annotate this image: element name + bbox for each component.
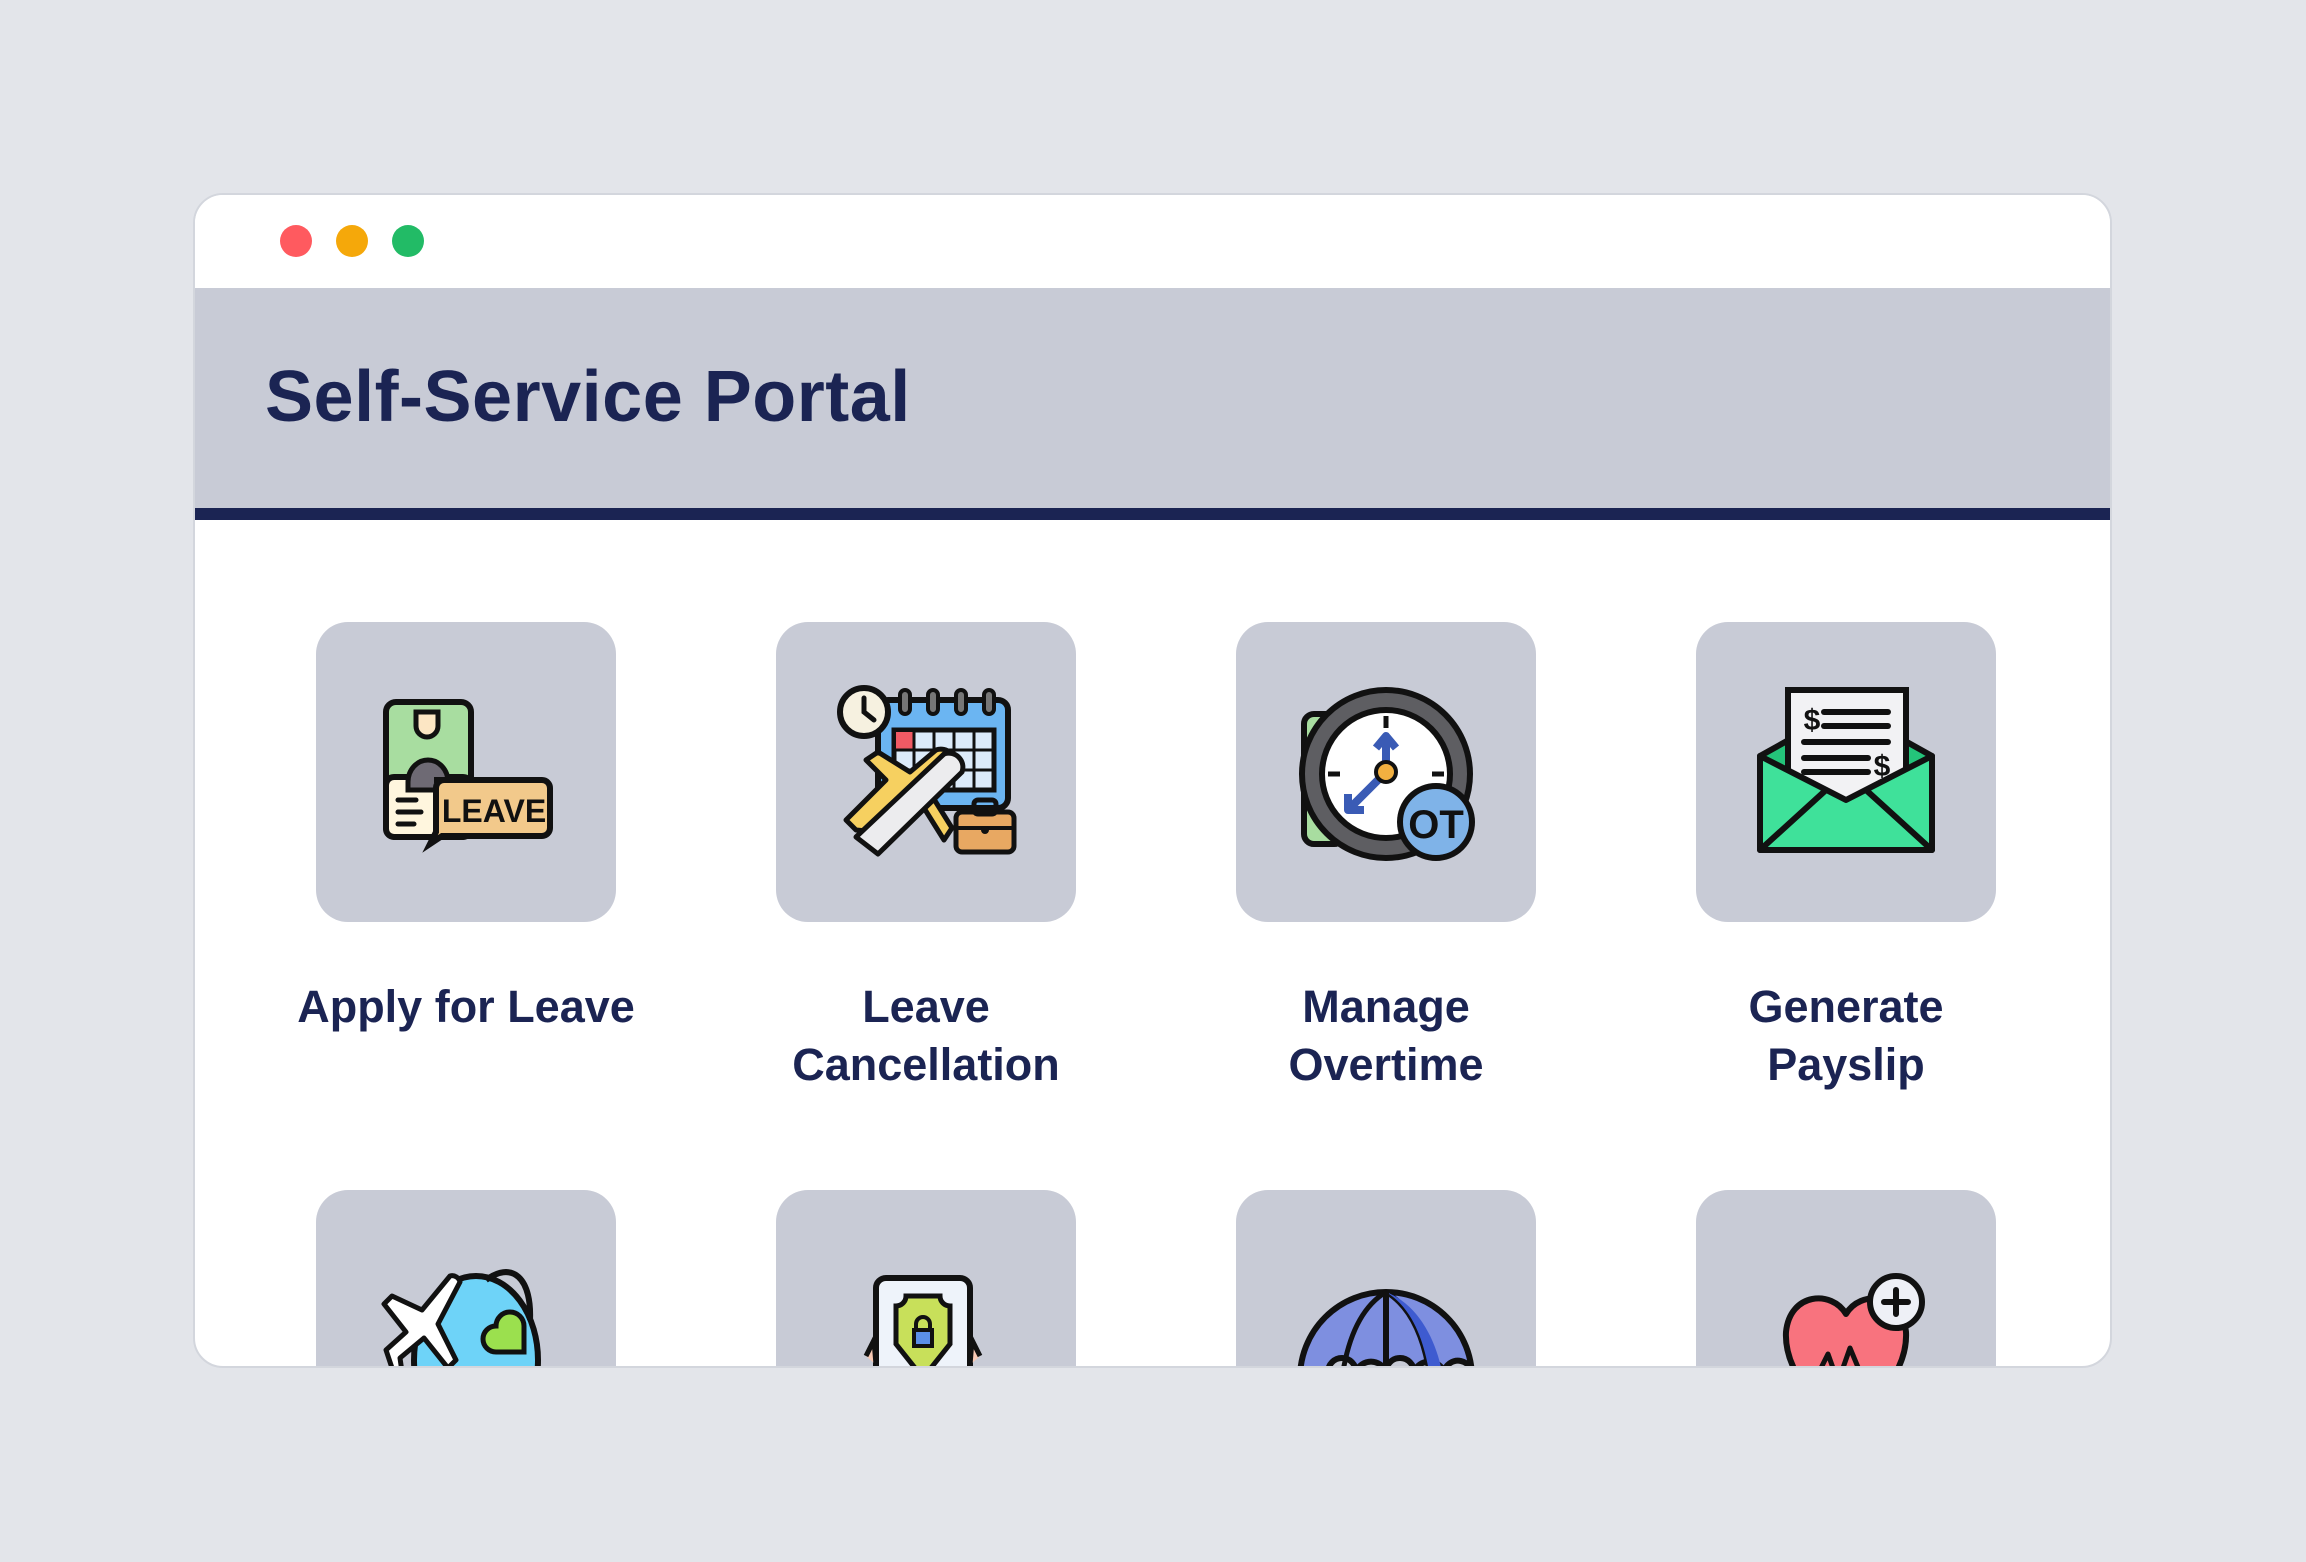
tile-card[interactable]	[776, 1190, 1076, 1366]
svg-text:$: $	[1874, 750, 1891, 783]
tile-generate-payslip[interactable]: $ $ Generate Payslip	[1696, 622, 1996, 1094]
portal-header: Self-Service Portal	[195, 288, 2110, 520]
tile-label: Generate Payslip	[1748, 981, 1944, 1090]
svg-text:$: $	[1804, 704, 1821, 737]
tile-label: Manage Overtime	[1288, 981, 1484, 1090]
tile-card[interactable]: OT	[1236, 622, 1536, 922]
browser-window: Self-Service Portal LEAVE Apply for Leav…	[193, 193, 2112, 1368]
tile-card[interactable]	[1696, 1190, 1996, 1366]
window-minimize-button[interactable]	[336, 225, 368, 257]
tile-health[interactable]	[1696, 1190, 1996, 1366]
window-close-button[interactable]	[280, 225, 312, 257]
window-maximize-button[interactable]	[392, 225, 424, 257]
tile-travel[interactable]	[316, 1190, 616, 1366]
tile-security[interactable]	[776, 1190, 1076, 1366]
tile-insurance[interactable]	[1236, 1190, 1536, 1366]
overtime-clock-icon: OT	[1299, 687, 1475, 861]
svg-text:LEAVE: LEAVE	[442, 793, 546, 829]
globe-airplane-icon	[381, 1269, 541, 1366]
calendar-travel-icon	[837, 685, 1017, 857]
umbrella-insurance-icon	[1297, 1289, 1475, 1366]
tile-manage-overtime[interactable]: OT Manage Overtime	[1236, 622, 1536, 1094]
tile-card[interactable]	[316, 1190, 616, 1366]
tile-apply-for-leave[interactable]: LEAVE Apply for Leave	[297, 622, 635, 1036]
svg-text:OT: OT	[1408, 803, 1464, 847]
tile-card[interactable]: LEAVE	[316, 622, 616, 922]
payslip-envelope-icon: $ $	[1757, 687, 1935, 853]
secure-document-shield-icon	[863, 1275, 983, 1366]
tile-card[interactable]	[1236, 1190, 1536, 1366]
tile-label: Leave Cancellation	[792, 981, 1060, 1090]
tile-card[interactable]	[776, 622, 1076, 922]
page-title: Self-Service Portal	[265, 357, 911, 437]
tile-leave-cancellation[interactable]: Leave Cancellation	[776, 622, 1076, 1094]
leave-request-icon: LEAVE	[383, 699, 553, 853]
tile-card[interactable]: $ $	[1696, 622, 1996, 922]
window-titlebar	[195, 195, 2110, 290]
health-heart-plus-icon	[1782, 1273, 1925, 1366]
tile-label: Apply for Leave	[297, 981, 635, 1032]
